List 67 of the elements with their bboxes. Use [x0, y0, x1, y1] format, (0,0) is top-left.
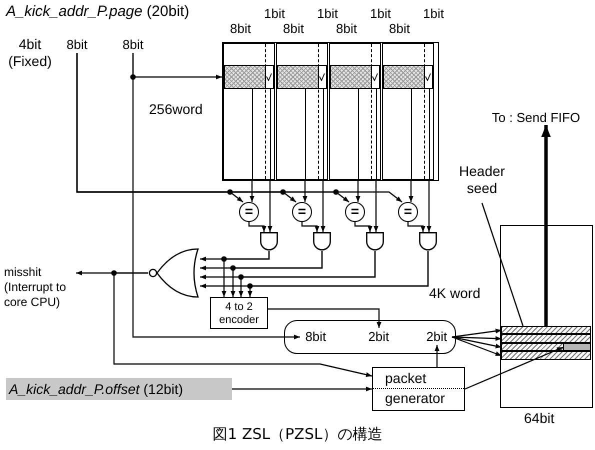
- size-label: 64bit: [524, 411, 554, 426]
- bit-width-label: 8bit: [389, 21, 410, 36]
- arrow: [452, 328, 502, 338]
- arrow: [248, 251, 429, 297]
- arrow: [464, 346, 564, 390]
- arrow: [452, 336, 502, 356]
- arrow: [222, 251, 270, 297]
- bit-width-label: 1bit: [370, 6, 391, 21]
- bit-width-label: 8bit: [300, 328, 332, 345]
- bit-width-label: 8bit: [283, 21, 304, 36]
- arrow: [113, 272, 372, 377]
- arrow: [434, 345, 440, 367]
- signal-group-title: A_kick_addr_P.page (20bit): [6, 3, 190, 21]
- comparator-symbol: =: [239, 202, 259, 222]
- figure-caption: 図1 ZSL（PZSL）の構造: [212, 424, 384, 444]
- and-gate: [260, 232, 278, 251]
- packet-generator-box: packet generator: [372, 367, 465, 411]
- arrow: [320, 180, 326, 232]
- and-gate: [366, 232, 384, 251]
- header-row: [501, 326, 591, 334]
- comparator-symbol: =: [292, 202, 312, 222]
- bit-width-label: 1bit: [264, 6, 285, 21]
- bit-width-label: 1bit: [423, 6, 444, 21]
- arrow: [268, 180, 272, 232]
- arrow: [407, 222, 426, 232]
- arrow: [452, 336, 502, 348]
- destination-label: To : Send FIFO: [478, 110, 594, 125]
- arrow: [426, 180, 432, 232]
- bit-width-label: 8bit: [230, 21, 251, 36]
- comparator-symbol: =: [398, 202, 418, 222]
- arrow: [408, 180, 414, 202]
- size-label: 256word: [149, 102, 203, 117]
- arrow: [248, 222, 266, 232]
- register-box: [284, 320, 456, 354]
- header-row: [501, 351, 591, 360]
- encoder-box: 4 to 2 encoder: [210, 297, 268, 329]
- arrow: [230, 251, 323, 297]
- bit-width-label: 2bit: [364, 328, 394, 345]
- and-gate: [313, 232, 331, 251]
- arrow: [302, 180, 308, 202]
- bit-width-label: 2bit: [422, 328, 452, 345]
- nor-gate: [148, 248, 200, 298]
- header-row: [501, 334, 591, 342]
- arrow: [354, 222, 372, 232]
- arrow: [356, 180, 360, 202]
- arrow: [238, 251, 376, 297]
- address-field-label: A_kick_addr_P.offset (12bit): [6, 378, 232, 400]
- arrow: [452, 336, 502, 341]
- arrow: [76, 53, 402, 202]
- callout-label: Header seed: [450, 163, 514, 203]
- arrow: [250, 180, 254, 202]
- leader-line: [481, 202, 524, 326]
- arrow: [301, 222, 320, 232]
- bit-width-label: 8bit: [336, 21, 357, 36]
- arrow: [541, 125, 551, 326]
- arrow: [232, 386, 372, 392]
- bit-width-label: 8bit: [61, 36, 93, 53]
- arrow: [132, 53, 300, 340]
- and-gate: [419, 232, 437, 251]
- arrow: [268, 308, 382, 328]
- output-signal-label: misshit (Interrupt to core CPU): [4, 265, 76, 311]
- bit-width-label: 8bit: [117, 36, 149, 53]
- comparator-symbol: =: [345, 202, 365, 222]
- bit-width-label: 1bit: [317, 6, 338, 21]
- arrow: [374, 180, 378, 232]
- bit-width-label: 4bit (Fixed): [7, 36, 53, 70]
- size-label: 4K word: [429, 286, 480, 301]
